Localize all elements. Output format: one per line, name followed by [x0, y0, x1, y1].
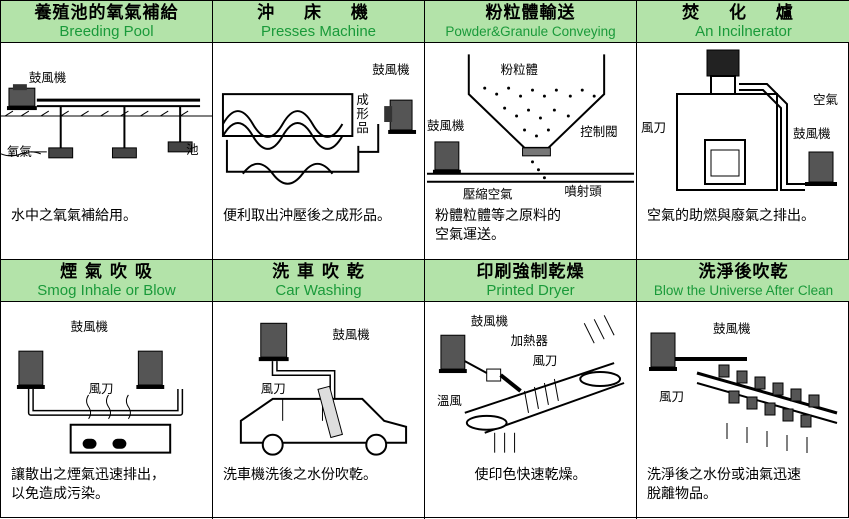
nozzle-label: 噴射頭 — [564, 184, 602, 199]
blower-icon — [805, 151, 837, 186]
incinerator-diagram: 空氣 風刀 鼓風機 — [637, 44, 849, 204]
blower-label: 鼓風機 — [713, 321, 751, 336]
blower-label: 鼓風機 — [29, 70, 66, 85]
blower-label: 鼓風機 — [332, 327, 369, 342]
panel-header: 煙 氣 吹 吸 Smog Inhale or Blow — [1, 260, 212, 302]
panel-header: 洗 車 吹 乾 Car Washing — [213, 260, 424, 302]
panel-title-en: An Incilnerator — [695, 23, 792, 40]
blower-label: 鼓風機 — [471, 313, 508, 328]
air-knife-label: 風刀 — [89, 381, 114, 396]
blower-label: 鼓風機 — [71, 319, 108, 334]
panel-header: 養殖池的氧氣補給 Breeding Pool — [1, 1, 212, 43]
panel-caption: 水中之氧氣補給用。 — [11, 208, 137, 224]
panel-title-en: Car Washing — [275, 282, 362, 299]
panel-presses-machine: 沖 床 機 Presses Machine 鼓風機 成 形 品 — [213, 1, 425, 260]
warm-air-label: 溫風 — [437, 393, 462, 408]
panel-title-en: Breeding Pool — [59, 23, 154, 40]
air-knife-label: 風刀 — [261, 381, 286, 396]
panel-caption: 讓散出之煙氣迅速排出， 以免造成污染。 — [11, 467, 165, 502]
panel-title-zh: 洗 車 吹 乾 — [272, 262, 365, 282]
panel-title-zh: 煙 氣 吹 吸 — [60, 262, 153, 282]
panel-title-zh: 焚 化 爐 — [682, 3, 805, 23]
panel-header: 焚 化 爐 An Incilnerator — [637, 1, 849, 43]
powder-conveying-diagram: 粉粒體 鼓風機 控制閥 壓縮空氣 噴射頭 — [425, 44, 636, 204]
compressed-air-label: 壓縮空氣 — [463, 187, 513, 202]
panel-title-en: Powder&Granule Conveying — [445, 24, 616, 39]
blower-icon — [16, 350, 45, 389]
panel-caption: 使印色快速乾燥。 — [474, 467, 587, 483]
panel-header: 沖 床 機 Presses Machine — [213, 1, 424, 43]
panel-header: 印刷強制乾燥 Printed Dryer — [425, 260, 636, 302]
blower-icon — [384, 99, 417, 134]
air-knife-label: 風刀 — [532, 353, 557, 368]
oxygen-label: 氧氣 — [7, 144, 32, 159]
product-label-3: 品 — [356, 120, 368, 135]
panel-caption: 粉體粒體等之原料的 空氣運送。 — [435, 208, 561, 243]
panel-title-en: Printed Dryer — [486, 282, 575, 299]
panel-smog: 煙 氣 吹 吸 Smog Inhale or Blow 鼓風機 — [1, 260, 213, 519]
valve-label: 控制閥 — [580, 124, 617, 139]
air-label: 空氣 — [813, 92, 838, 107]
panel-caption: 便利取出沖壓後之成形品。 — [223, 208, 391, 224]
panel-printed-dryer: 印刷強制乾燥 Printed Dryer — [425, 260, 637, 519]
powder-label: 粉粒體 — [501, 62, 538, 77]
panel-header: 洗淨後吹乾 Blow the Universe After Clean — [637, 260, 849, 302]
pool-label: 池 — [186, 142, 198, 157]
product-label-1: 成 — [356, 92, 368, 107]
car-washing-diagram: 鼓風機 風刀 — [213, 303, 424, 463]
panel-title-zh: 印刷強制乾燥 — [476, 262, 585, 282]
blower-icon — [438, 334, 467, 374]
panel-powder-conveying: 粉粒體輸送 Powder&Granule Conveying — [425, 1, 637, 260]
heater-label: 加熱器 — [511, 333, 549, 348]
panel-incinerator: 焚 化 爐 An Incilnerator 空氣 風刀 鼓風機 空氣 — [637, 1, 849, 260]
blower-label: 鼓風機 — [372, 62, 409, 77]
panel-title-en: Presses Machine — [260, 23, 377, 40]
blower-label: 鼓風機 — [427, 118, 464, 133]
panel-caption: 空氣的助燃與廢氣之排出。 — [647, 208, 815, 224]
printed-dryer-diagram: 鼓風機 加熱器 風刀 溫風 — [425, 303, 636, 463]
panel-title-en: Blow the Universe After Clean — [653, 283, 834, 298]
breeding-pool-diagram: 鼓風機 氧氣 池 — [1, 44, 212, 204]
blower-label: 鼓風機 — [793, 126, 831, 141]
panel-blow-after-clean: 洗淨後吹乾 Blow the Universe After Clean — [637, 260, 849, 519]
blower-icon — [136, 350, 165, 389]
blower-icon — [432, 141, 461, 174]
panel-breeding-pool: 養殖池的氧氣補給 Breeding Pool — [1, 1, 213, 260]
presses-machine-diagram: 鼓風機 成 形 品 — [213, 44, 424, 204]
blower-icon — [649, 332, 677, 371]
panel-title-zh: 養殖池的氧氣補給 — [34, 3, 179, 23]
panel-caption: 洗淨後之水份或油氣迅速 脫離物品。 — [647, 467, 801, 502]
air-knife-label: 風刀 — [659, 389, 684, 404]
panel-title-zh: 洗淨後吹乾 — [698, 262, 789, 282]
smog-diagram: 鼓風機 風刀 — [1, 303, 212, 463]
blower-icon — [258, 322, 289, 362]
blow-after-clean-diagram: 鼓風機 風刀 — [637, 303, 849, 463]
panel-title-zh: 粉粒體輸送 — [485, 3, 576, 23]
blower-icon — [6, 84, 37, 111]
panel-header: 粉粒體輸送 Powder&Granule Conveying — [425, 1, 636, 43]
product-label-2: 形 — [356, 106, 369, 121]
panel-title-zh: 沖 床 機 — [257, 3, 380, 23]
panel-caption: 洗車機洗後之水份吹乾。 — [223, 467, 377, 483]
panel-title-en: Smog Inhale or Blow — [37, 282, 176, 299]
panel-car-washing: 洗 車 吹 乾 Car Washing 鼓風機 風刀 洗車機洗後之 — [213, 260, 425, 519]
air-knife-label: 風刀 — [641, 120, 666, 135]
